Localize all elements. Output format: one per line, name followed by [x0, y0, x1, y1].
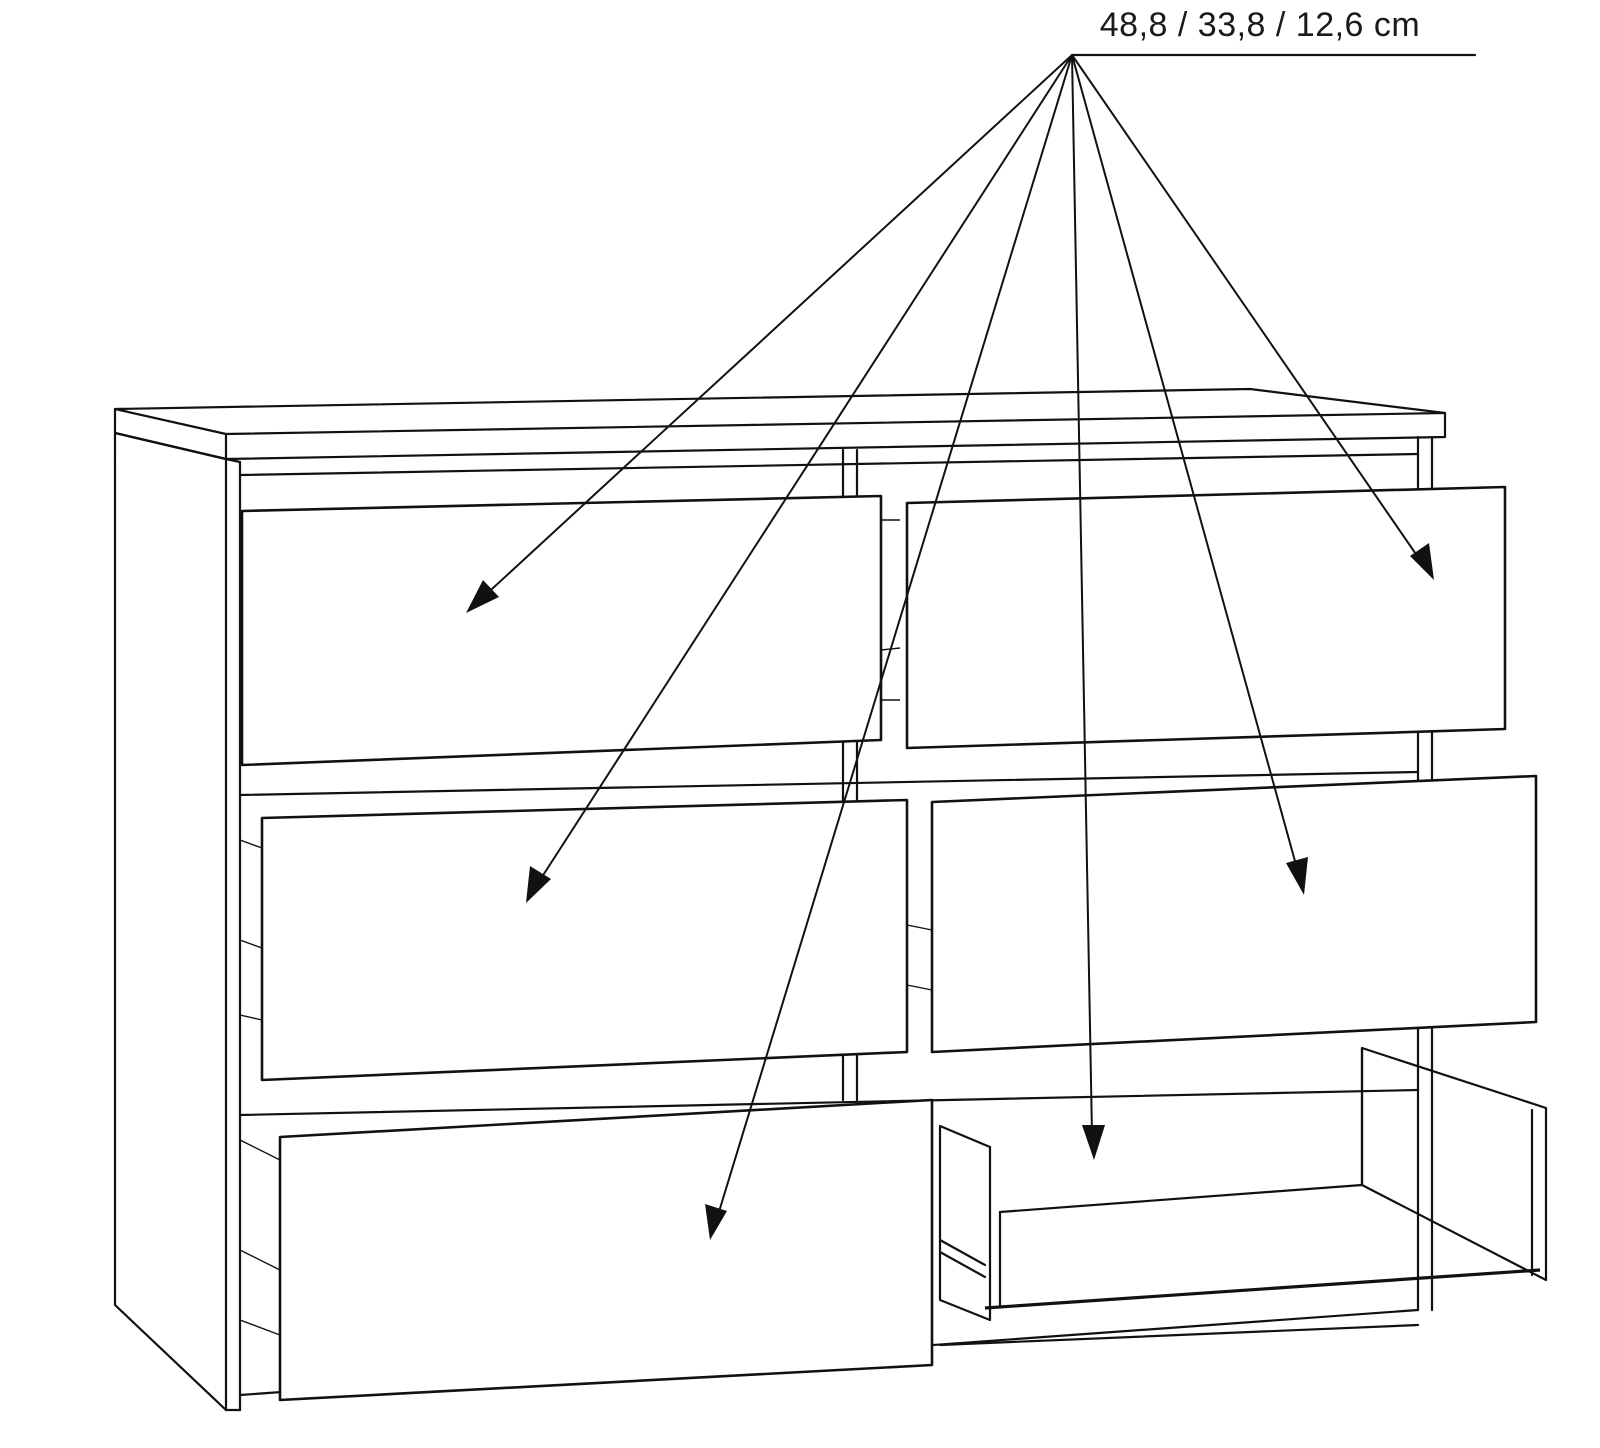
- drawer-slide-b: [938, 1250, 987, 1279]
- ray-3: [717, 54, 1073, 1216]
- middle-rail: [238, 770, 1420, 797]
- runner-j: [239, 1249, 281, 1271]
- ray-2: [539, 54, 1073, 881]
- drawer-top-right: [905, 485, 1507, 750]
- drawer-front-top-right: [905, 485, 1507, 750]
- ray-1: [479, 54, 1073, 601]
- runner-k: [239, 1319, 281, 1336]
- arrowhead-3: [705, 1204, 727, 1240]
- drawer-bottom-right-open: [938, 1046, 1548, 1322]
- ray-6: [1071, 54, 1421, 561]
- open-drawer-back-bottom: [998, 1183, 1364, 1214]
- open-drawer-left-side: [938, 1124, 992, 1322]
- arrowhead-6: [1410, 543, 1434, 580]
- ray-4: [1071, 54, 1093, 1136]
- drawer-front-middle-left: [260, 798, 909, 1082]
- runner-i: [239, 1139, 281, 1161]
- inner-top-rail: [238, 452, 1420, 477]
- open-drawer-front-lip: [984, 1268, 1541, 1310]
- left-side-panel: [113, 431, 228, 1412]
- drawer-middle-right: [906, 774, 1538, 1054]
- runner-h: [906, 984, 933, 991]
- arrowhead-5: [1286, 857, 1308, 895]
- runner-g: [906, 924, 933, 931]
- arrowhead-2: [526, 866, 551, 903]
- drawer-slide-a: [938, 1238, 987, 1267]
- top-slab-side: [113, 407, 228, 436]
- drawer-front-middle-right: [930, 774, 1538, 1054]
- drawer-middle-left: [239, 798, 909, 1082]
- arrowhead-4: [1082, 1125, 1105, 1160]
- drawer-front-top-left: [240, 494, 883, 767]
- bottom-plinth-b: [938, 1323, 1420, 1347]
- drawer-top-left: [240, 494, 901, 767]
- open-drawer-right-side: [1360, 1046, 1548, 1282]
- runner-d: [239, 839, 263, 849]
- drawer-dimension-label: 48,8 / 33,8 / 12,6 cm: [1099, 6, 1421, 44]
- arrowhead-1: [466, 580, 499, 613]
- drawer-front-bottom-left: [278, 1098, 934, 1402]
- ray-5: [1071, 54, 1299, 873]
- runner-e: [239, 939, 263, 949]
- lower-rail: [238, 1088, 1420, 1117]
- left-front-edge: [224, 457, 242, 464]
- drawer-bottom-left: [239, 1098, 934, 1402]
- runner-f: [239, 1014, 263, 1021]
- dimension-rays: [466, 54, 1434, 1240]
